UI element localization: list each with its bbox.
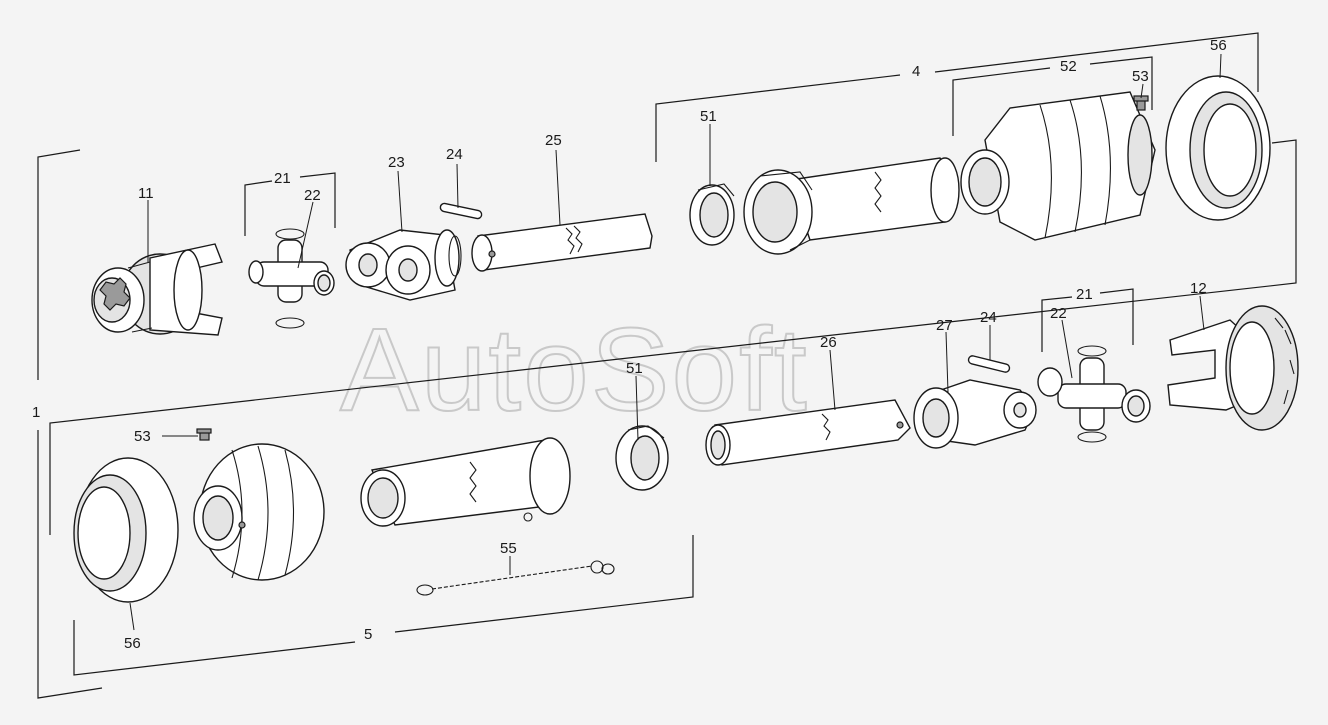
callout-26: 26 <box>820 334 837 351</box>
part-56-guard-cap-top <box>1165 75 1271 221</box>
assembly-bracket-5 <box>73 535 694 676</box>
part-25-inner-tube <box>471 213 653 272</box>
watermark: AutoSoft <box>340 304 809 436</box>
callout-56-top: 56 <box>1210 37 1227 54</box>
part-23-inner-yoke <box>345 229 462 301</box>
part-24-pin-bottom <box>967 355 1011 373</box>
callout-53-bottom: 53 <box>134 428 151 445</box>
callout-24-top: 24 <box>446 146 463 163</box>
part-52-guard-cone-bottom <box>193 443 325 581</box>
part-5-guard-tube-lower <box>360 437 571 527</box>
bracket-21-bottom <box>1041 288 1134 352</box>
part-55-chain <box>416 560 615 596</box>
part-53-screw-bottom <box>196 428 212 441</box>
part-24-pin-top <box>439 202 483 220</box>
callout-51-bottom: 51 <box>626 360 643 377</box>
part-51-bearing-ring-bottom <box>615 425 669 491</box>
part-21-cross-kit-top <box>248 228 335 329</box>
callout-11: 11 <box>138 185 154 202</box>
assembly-bracket-52 <box>952 56 1153 136</box>
part-11-yoke <box>91 243 223 336</box>
part-27-outer-yoke <box>913 379 1037 449</box>
callout-21-top: 21 <box>274 170 291 187</box>
callout-52: 52 <box>1060 58 1077 75</box>
leader-lines <box>129 53 1222 631</box>
part-26-outer-tube <box>705 399 911 466</box>
part-4-guard-tube <box>743 157 960 255</box>
callout-5: 5 <box>364 626 372 643</box>
bracket-21-top <box>244 172 336 236</box>
assembly-bracket-4 <box>655 32 1259 162</box>
callout-24-bottom: 24 <box>980 309 997 326</box>
part-12-yoke <box>1167 305 1299 431</box>
callout-labels: 1 4 5 11 12 21 21 22 22 23 24 24 25 26 2… <box>32 37 1227 652</box>
callout-51-top: 51 <box>700 108 717 125</box>
callout-23: 23 <box>388 154 405 171</box>
callout-25: 25 <box>545 132 562 149</box>
callout-53-top: 53 <box>1132 68 1149 85</box>
callout-22-bottom: 22 <box>1050 305 1067 322</box>
callout-1: 1 <box>32 404 40 421</box>
callout-22-top: 22 <box>304 187 321 204</box>
part-21-cross-kit-bottom <box>1037 345 1151 443</box>
part-56-guard-cap-bottom <box>73 457 179 603</box>
callout-56-bottom: 56 <box>124 635 141 652</box>
callout-55: 55 <box>500 540 517 557</box>
callout-12: 12 <box>1190 280 1207 297</box>
callout-27: 27 <box>936 317 953 334</box>
part-52-guard-cone-top <box>960 91 1156 241</box>
assembly-bracket-1 <box>37 149 103 699</box>
callout-21-bottom: 21 <box>1076 286 1093 303</box>
callout-4: 4 <box>912 63 920 80</box>
assembly-bracket-lower-shaft <box>49 139 1297 535</box>
part-51-bearing-ring-top <box>689 183 735 246</box>
